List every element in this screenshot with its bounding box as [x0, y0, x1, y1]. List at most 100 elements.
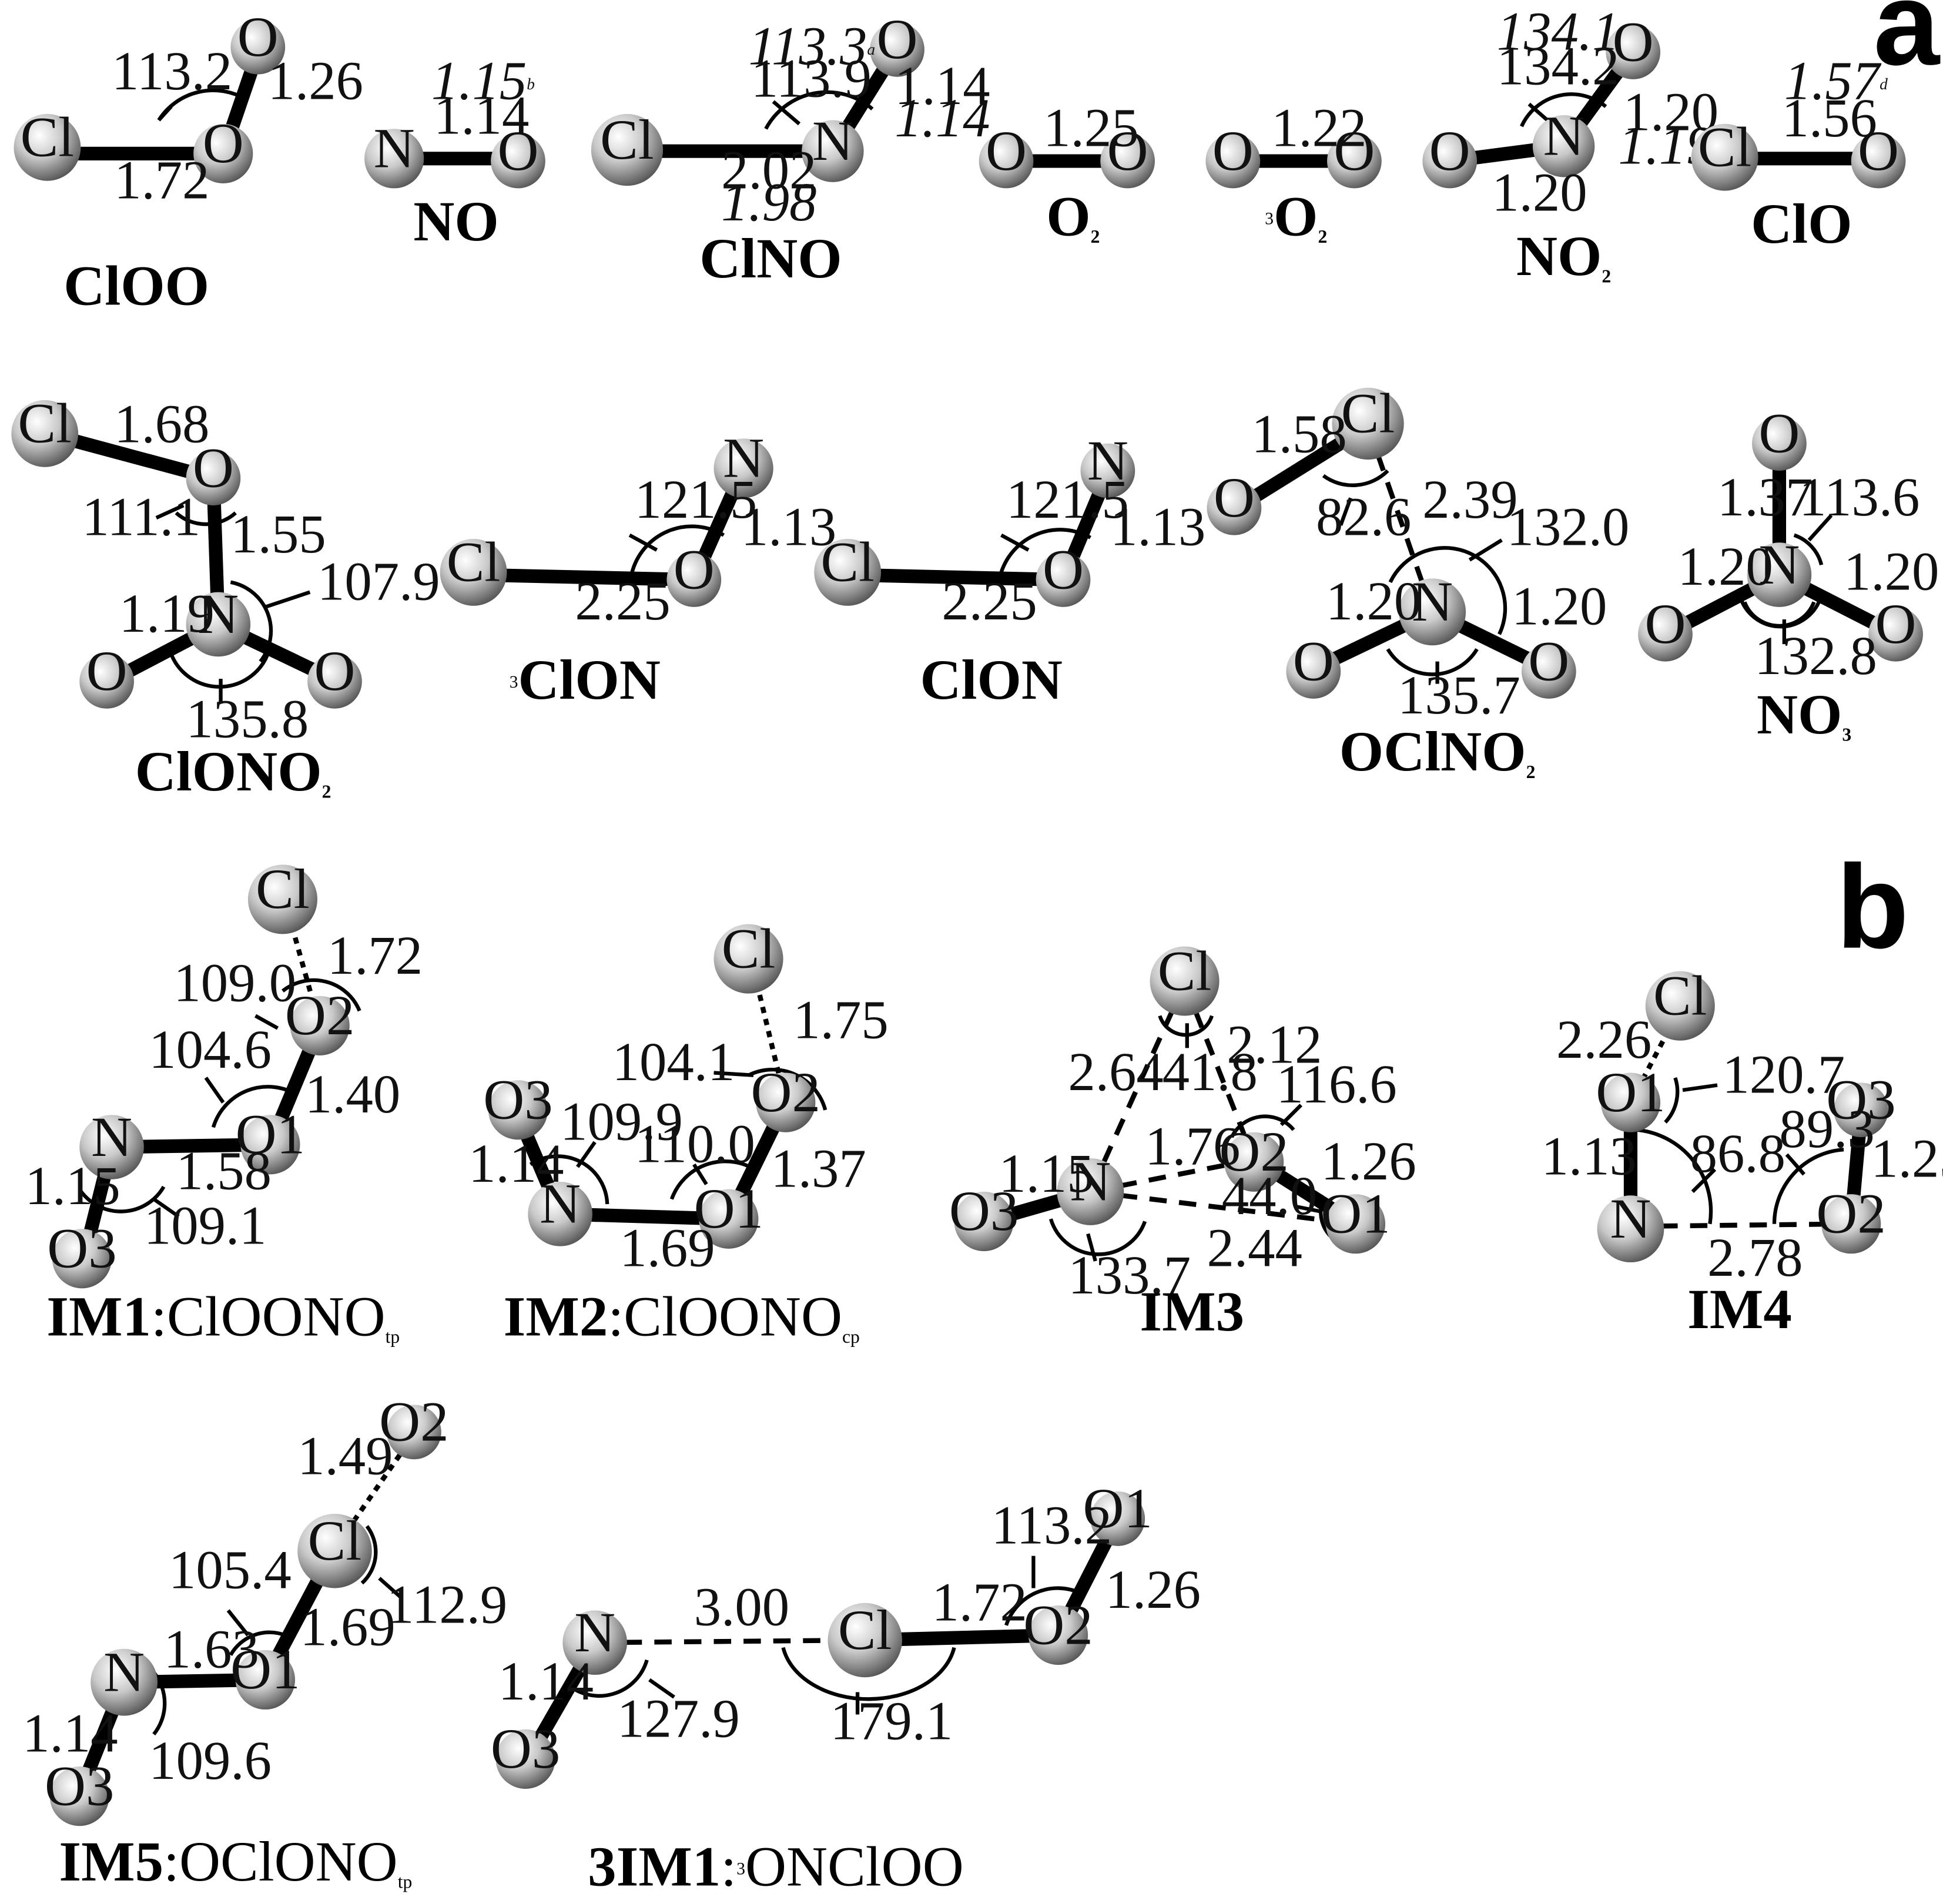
atom-label: O1 [694, 1177, 764, 1240]
molecule-cloo: Cl O O 113.2 1.26 1.72 ClOO [14, 5, 363, 317]
atom-label: O [1107, 119, 1148, 182]
measurement-label: 1.26 [1321, 1131, 1416, 1192]
measurement-label: 109.9 [560, 1091, 683, 1152]
molecule-clo: Cl O 1.57d 1.56 ClO [1691, 51, 1906, 255]
atom-o [1100, 133, 1155, 189]
atom-label: Cl [600, 108, 654, 171]
bond-length: 1.20 [1492, 162, 1587, 223]
atom-cl [591, 113, 664, 186]
atom-label: Cl [308, 1509, 362, 1572]
atom-cl [1645, 971, 1715, 1041]
molecule-name: OClNO2 [1339, 720, 1536, 783]
bond-length: 1.26 [268, 51, 363, 112]
atom-label: O [986, 119, 1027, 182]
measurement-label: 2.25 [575, 571, 670, 632]
atom-label: O2 [751, 1061, 821, 1124]
measurement-label: 1.14 [498, 1651, 594, 1712]
measurement-label: 2.12 [1227, 1015, 1322, 1075]
atom-n [91, 1648, 158, 1716]
atom-label: N [91, 1105, 132, 1168]
angle-label: 134.2 [1497, 36, 1620, 96]
measurement-label: 1.14 [468, 1134, 564, 1194]
atom-o1 [235, 1650, 296, 1710]
molecule-name: NO [413, 190, 498, 253]
atom-o [1286, 644, 1341, 699]
atom-o1 [1090, 1491, 1145, 1546]
atom-label: O [1875, 592, 1917, 655]
atom-label: O1 [1321, 1182, 1391, 1245]
measurement-label: 1.20 [1326, 571, 1421, 632]
measurement-label: 121.5 [1006, 470, 1129, 530]
measurement-label: 132.0 [1507, 497, 1630, 558]
atom-o [1638, 606, 1693, 662]
atom-o2 [387, 1404, 441, 1460]
measurement-label: 104.1 [612, 1032, 735, 1092]
structure-im4: Cl O1 N O2 O3 2.26 120.7 1.13 86.8 89.3 … [1542, 964, 1943, 1340]
measurement-label: 1.25 [1871, 1129, 1943, 1189]
atom-n [186, 592, 251, 657]
atom-label: O [674, 538, 715, 601]
atom-label: O [1043, 538, 1084, 601]
atom-o [307, 654, 362, 709]
atom-label: O [314, 639, 355, 702]
measurement-label: 86.8 [1690, 1124, 1785, 1184]
measurement-label: 105.4 [169, 1540, 292, 1600]
atom-n [79, 1115, 144, 1179]
molecule-clono2: Cl O N O O 1.68 111.1 1.55 107.9 1.19 13… [11, 392, 440, 803]
atom-n [1747, 542, 1812, 607]
molecule-no2: O N O 134.1 134.2 1.20 1.19c 1.20 NO2 [1422, 1, 1721, 287]
atom-label: O1 [1596, 1061, 1666, 1124]
atom-n [1080, 443, 1135, 498]
atom-o [1521, 644, 1576, 699]
measurement-label: 1.37 [1717, 467, 1813, 528]
atom-label: O [1644, 592, 1686, 655]
atom-label: O1 [230, 1638, 300, 1701]
atom-label: Cl [1653, 964, 1707, 1027]
structure-im2: Cl O2 O1 N O3 1.75 104.1 109.9 110.0 1.3… [468, 917, 889, 1347]
measurement-label: 1.20 [1678, 537, 1773, 597]
bond-length: 1.56 [1782, 88, 1877, 149]
measurement-label: 1.26 [1106, 1560, 1201, 1620]
atom-label: N [374, 117, 415, 180]
measurement-label: 1.20 [1844, 541, 1939, 602]
measurement-label: 3.00 [694, 1577, 789, 1638]
atom-label: O [1613, 10, 1654, 73]
measurement-label: 1.13 [1542, 1126, 1637, 1186]
structure-name: IM3 [1140, 1280, 1244, 1343]
atom-label: N [1087, 429, 1128, 492]
atom-cl [1332, 387, 1404, 460]
structure-triplet-im1: N O3 Cl O2 O1 3.00 1.72 1.26 113.2 1.14 … [491, 1477, 1201, 1898]
atom-label: O [1429, 119, 1470, 182]
atom-label: N [1412, 570, 1453, 633]
measurement-label: 111.1 [82, 487, 200, 548]
measurement-label: 1.15 [25, 1156, 120, 1216]
atom-label: Cl [1698, 115, 1752, 178]
molecule-name: ClO [1751, 192, 1852, 255]
measurement-label: 133.7 [1068, 1245, 1191, 1306]
atom-o [1207, 480, 1262, 535]
measurement-label: 2.78 [1707, 1228, 1803, 1288]
atom-o2 [1028, 1605, 1088, 1665]
atom-n [562, 1610, 627, 1675]
measurement-label: 1.19 [119, 584, 215, 644]
atom-o [1851, 133, 1906, 189]
molecule-o2: O O 1.25 O2 [979, 98, 1155, 248]
molecule-clon: Cl O N 121.5 1.13 2.25 ClON [814, 429, 1205, 711]
molecule-oclno2: Cl O N O O 1.58 82.6 2.39 132.0 1.20 1.2… [1207, 382, 1630, 783]
atom-o1 [240, 1115, 300, 1175]
atom-label: O [193, 436, 234, 499]
bond-length: 1.72 [114, 150, 209, 210]
atom-n [528, 1182, 592, 1246]
molecule-name: ClNO [699, 227, 842, 290]
atom-label: O [237, 5, 279, 68]
measurement-label: 1.49 [297, 1426, 393, 1487]
atom-label: N [103, 1640, 145, 1703]
atom-o [230, 19, 286, 75]
molecule-name: 3O2 [1265, 185, 1327, 248]
measurement-label: 89.3 [1779, 1099, 1874, 1159]
measurement-label: 109.1 [144, 1195, 267, 1256]
atom-n [1057, 1158, 1124, 1225]
measurement-label: 135.7 [1398, 665, 1520, 726]
atom-o2 [290, 995, 350, 1056]
measurement-label: 1.55 [230, 504, 326, 565]
